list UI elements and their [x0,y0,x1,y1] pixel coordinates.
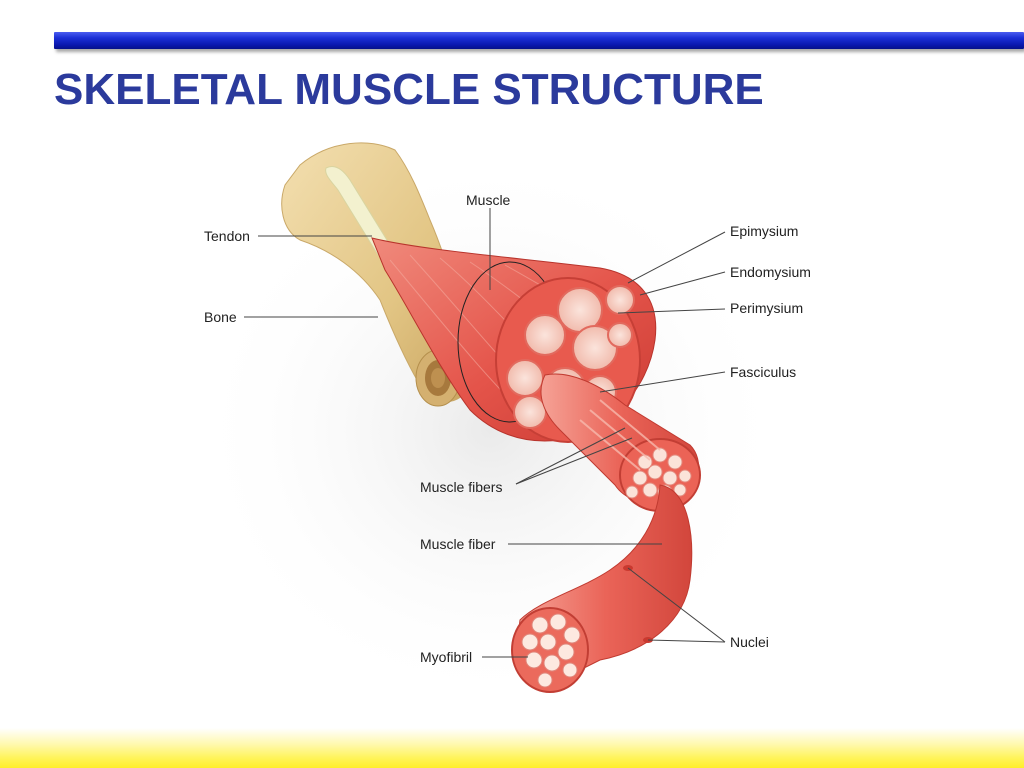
leader-fasciculus [599,371,726,393]
leader-endomysium [639,271,726,296]
label-muscle-fibers: Muscle fibers [420,479,502,495]
label-bone: Bone [204,309,237,325]
leader-muscle-fibers-2 [515,437,633,485]
slide-title: SKELETAL MUSCLE STRUCTURE [54,65,764,114]
leader-perimysium [617,308,726,314]
label-fasciculus: Fasciculus [730,364,796,380]
label-muscle-fiber: Muscle fiber [420,536,496,552]
leader-lines [244,208,726,658]
label-myofibril: Myofibril [420,649,472,665]
leader-nuclei-1 [627,567,726,643]
diagram-labels: Muscle Tendon Bone Epimysium Endomysium … [204,192,811,665]
label-nuclei: Nuclei [730,634,769,650]
leader-nuclei-2 [647,639,726,643]
fasciculus-fibers [579,399,661,471]
leader-epimysium [627,231,726,284]
bottom-accent-band [0,728,1024,768]
top-accent-bar [54,32,1024,49]
label-perimysium: Perimysium [730,300,803,316]
leader-muscle-fibers-1 [515,427,626,485]
label-endomysium: Endomysium [730,264,811,280]
label-muscle: Muscle [466,192,511,208]
myofibril-bundle [511,607,589,693]
fasciculus-end [619,438,701,512]
label-epimysium: Epimysium [730,223,798,239]
label-tendon: Tendon [204,228,250,244]
